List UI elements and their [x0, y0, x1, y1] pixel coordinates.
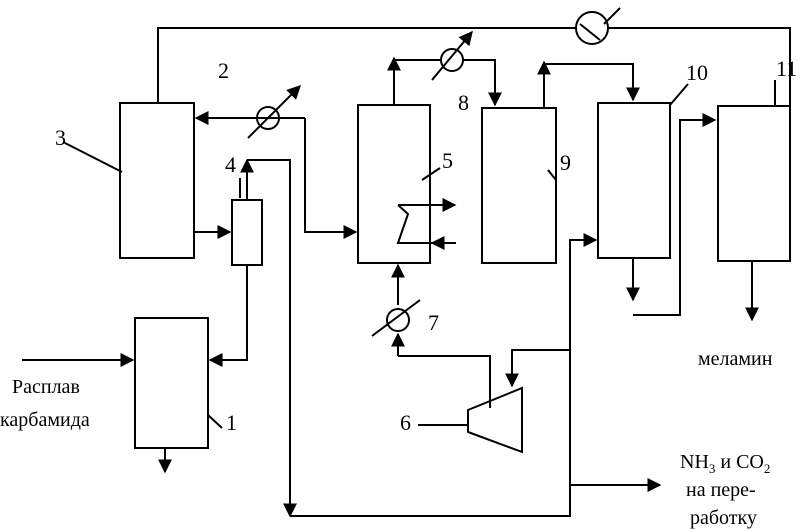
heat-exchanger-top [575, 11, 609, 45]
label-10: 10 [686, 60, 708, 85]
label-8: 8 [458, 90, 469, 115]
offgas-label-line3: работку [690, 507, 757, 529]
unit-10 [597, 102, 671, 259]
unit-11 [717, 105, 791, 262]
label-5: 5 [442, 148, 453, 173]
label-7: 7 [428, 310, 439, 335]
product-label: меламин [698, 348, 773, 370]
offgas-label-line2: на пере- [686, 479, 756, 501]
label-11: 11 [776, 56, 797, 81]
offgas-label-line1: NH3 и CO2 [680, 451, 770, 476]
feed-label-line2: карбамида [0, 409, 90, 431]
feed-label-line1: Расплав [12, 376, 80, 398]
unit-4 [231, 199, 263, 266]
label-2: 2 [218, 58, 229, 83]
label-4: 4 [225, 152, 236, 177]
unit-6-compressor [467, 386, 523, 454]
label-6: 6 [400, 410, 411, 435]
unit-5 [357, 104, 431, 264]
label-3: 3 [55, 125, 66, 150]
label-9: 9 [560, 150, 571, 175]
heat-exchanger-8 [440, 48, 464, 72]
unit-1 [134, 317, 209, 449]
top-recycle-line [157, 27, 791, 106]
unit-9 [481, 107, 557, 264]
unit-3-reactor [119, 102, 195, 259]
label-1: 1 [226, 410, 237, 435]
heat-exchanger-7 [386, 308, 410, 332]
